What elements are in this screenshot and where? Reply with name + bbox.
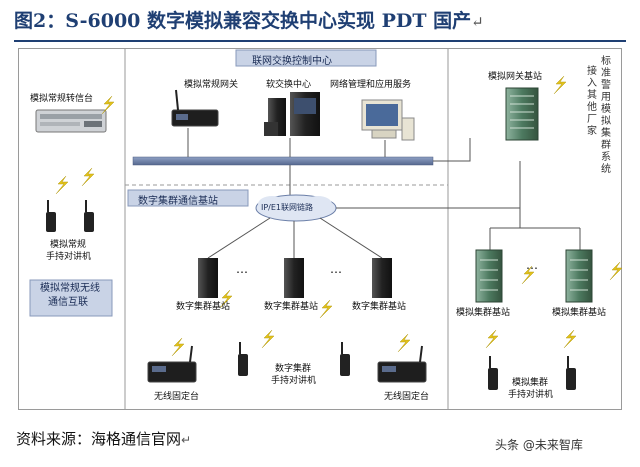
cloud-base1-link (207, 217, 271, 259)
analog-trunk-radio-1 (488, 356, 498, 390)
digital-radios-label-line2: 手持对讲机 (271, 376, 317, 386)
network-bus (132, 156, 434, 166)
lightning-relay (101, 95, 115, 115)
ellipsis-analog: … (526, 258, 538, 272)
source-caption: 资料来源：海格通信官网↵ (16, 430, 192, 448)
analog-base-label-2: 模拟集群基站 (552, 308, 607, 318)
diagram-frame (18, 48, 622, 410)
digital-radio-1 (238, 342, 248, 376)
analog-wireless-label-line2: 通信互联 (48, 297, 88, 308)
cloud-right-link (336, 207, 521, 228)
digital-base-label-2: 数字集群基站 (264, 302, 319, 312)
analog-relay-label: 模拟常规转信台 (30, 94, 94, 104)
cloud-base3-link (319, 217, 383, 259)
lightning-radio-2 (81, 167, 95, 187)
lightning-d1 (219, 289, 233, 309)
digital-radio-2 (340, 342, 350, 376)
control-center-label: 联网交换控制中心 (252, 56, 332, 67)
network-mgmt-label: 网络管理和应用服务 (330, 80, 412, 90)
digital-radios-label-line1: 数字集群 (275, 364, 312, 374)
wireless-fixed-station-1 (147, 345, 197, 383)
digital-base-station-2 (284, 258, 304, 298)
analog-trunk-radios-label-line1: 模拟集群 (512, 378, 549, 388)
lightning-gateway-base (553, 75, 567, 95)
lightning-radio-1 (55, 175, 69, 195)
vertical-text-standard: 标准警用模拟集群系统 (601, 56, 611, 175)
vertical-text-access: 接入其他厂家 (587, 66, 597, 137)
bus-gateway-base-link (433, 138, 471, 162)
analog-radio-right (84, 200, 94, 232)
analog-gateway-label: 模拟常规网关 (184, 80, 239, 90)
lightning-d-radio-1 (261, 329, 275, 349)
lightning-ab-radio-1 (485, 329, 499, 349)
analog-radios-label-line2: 手持对讲机 (46, 252, 92, 262)
wireless-fixed-station-2 (377, 345, 427, 383)
ellipsis-digital-2: … (330, 262, 342, 276)
wireless-fixed-label-2: 无线固定台 (384, 392, 430, 402)
analog-gateway-base-label: 模拟网关基站 (488, 72, 543, 82)
lightning-d2 (319, 299, 333, 319)
analog-wireless-box (29, 279, 113, 317)
lightning-fixed-2 (397, 333, 411, 353)
digital-base-area-label: 数字集群通信基站 (138, 196, 218, 207)
analog-radio-left (46, 200, 56, 232)
analog-base-station-2 (565, 249, 593, 303)
analog-radios-label-line1: 模拟常规 (50, 240, 87, 250)
soft-switch-device (264, 92, 320, 136)
soft-switch-label: 软交换中心 (266, 80, 312, 90)
digital-base-label-3: 数字集群基站 (352, 302, 407, 312)
analog-trunk-radios-label-line2: 手持对讲机 (508, 390, 554, 400)
lightning-fixed-1 (171, 337, 185, 357)
management-computer (361, 99, 415, 141)
analog-base-label-1: 模拟集群基站 (456, 308, 511, 318)
digital-base-label-bg (127, 189, 249, 207)
analog-gateway-base-station (505, 87, 539, 141)
digital-base-label-1: 数字集群基站 (176, 302, 231, 312)
title-rule (14, 40, 626, 42)
wireless-fixed-label-1: 无线固定台 (154, 392, 200, 402)
watermark: 头条 @未来智库 (495, 438, 583, 452)
control-center-label-bg (235, 49, 377, 67)
lightning-ab-radio-2 (563, 329, 577, 349)
analog-base-station-1 (475, 249, 503, 303)
digital-base-station-3 (372, 258, 392, 298)
analog-gateway-device (171, 89, 219, 127)
digital-base-station-1 (198, 258, 218, 298)
lightning-ab2 (609, 261, 623, 281)
ellipsis-digital-1: … (236, 262, 248, 276)
figure-title: 图2：S-6000 数字模拟兼容交换中心实现 PDT 国产↵ (14, 10, 484, 32)
ip-link-label: IP/E1联网链路 (261, 203, 314, 212)
lightning-ab1 (521, 265, 535, 285)
analog-trunk-radio-2 (566, 356, 576, 390)
analog-wireless-label-line1: 模拟常规无线 (40, 283, 100, 294)
